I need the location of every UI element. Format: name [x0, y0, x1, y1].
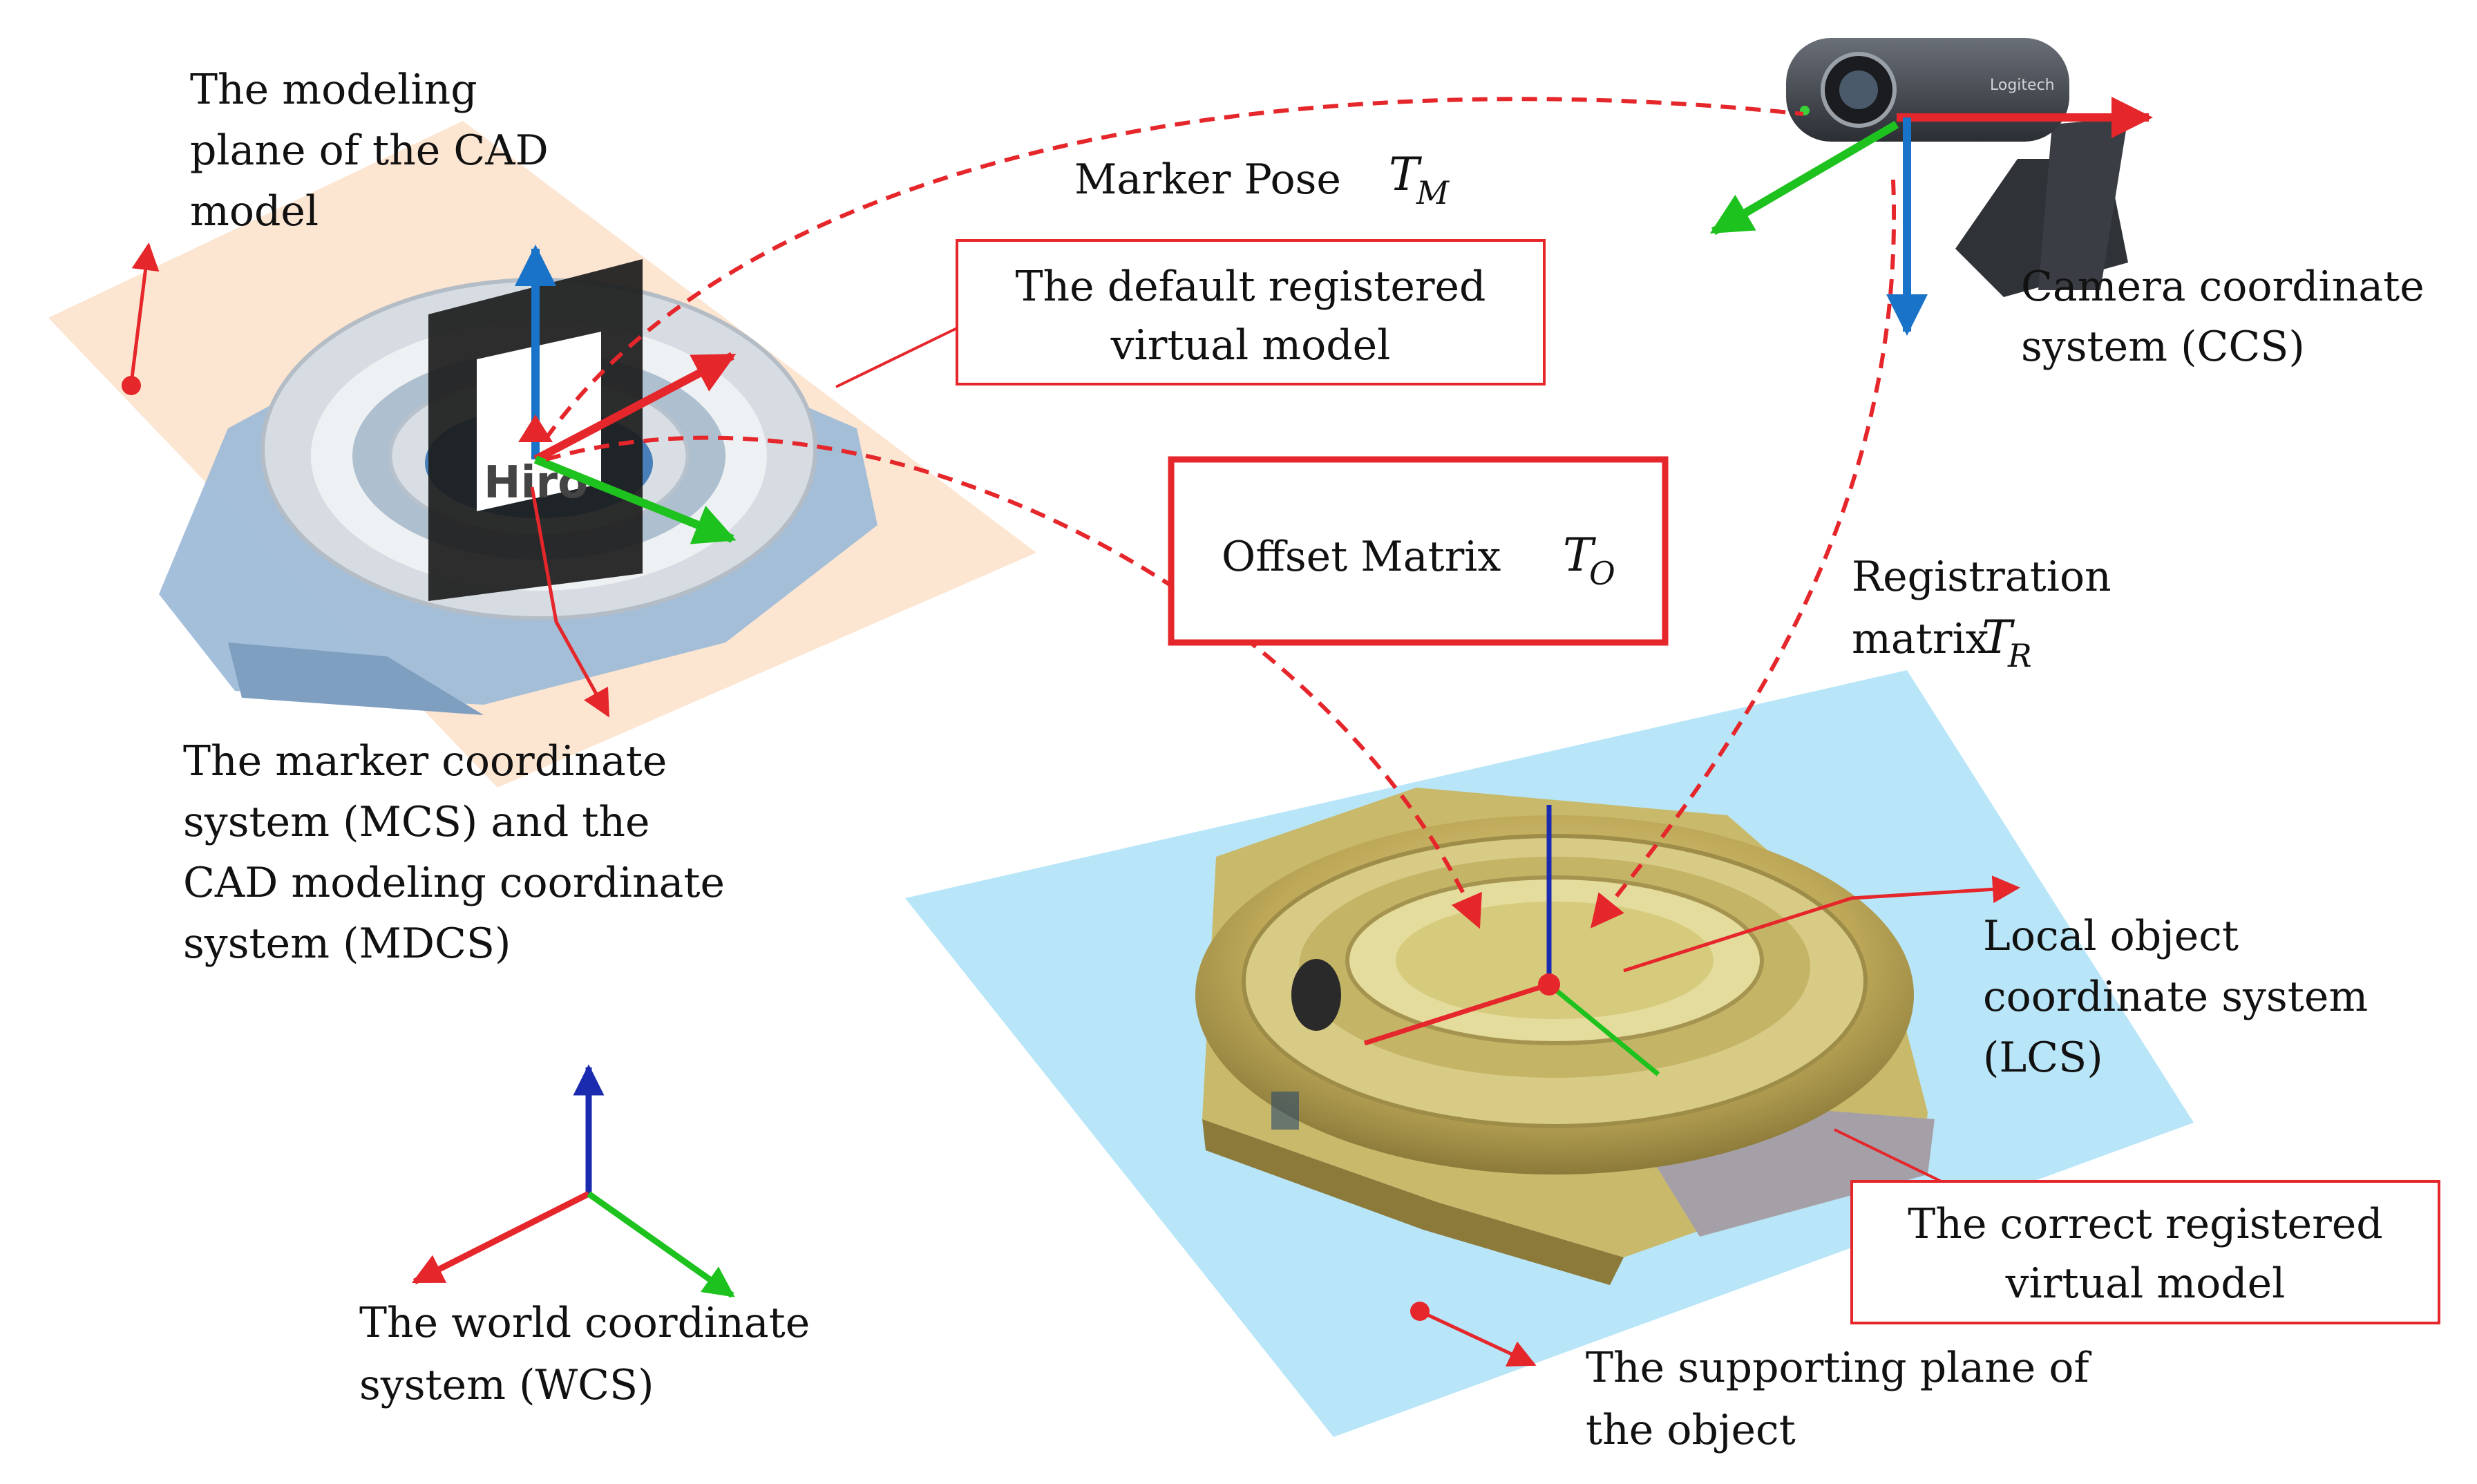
mcs-pointer	[530, 486, 610, 718]
lcs-origin	[1538, 973, 1560, 996]
supporting-plane-line2: the object	[1586, 1406, 1796, 1454]
camera-cs-label: Camera coordinate system (CCS)	[2021, 263, 2424, 371]
default-model-line1: The default registered	[1016, 263, 1486, 311]
local-cs-line3: (LCS)	[1983, 1034, 2103, 1082]
local-cs-label: Local object coordinate system (LCS)	[1983, 912, 2368, 1082]
modeling-plane-line3: model	[190, 187, 319, 236]
registration-sub: R	[2007, 637, 2032, 674]
webcam: Logitech	[1709, 38, 2153, 336]
modeling-plane-normal	[129, 242, 160, 384]
marker-pose-text: Marker Pose	[1074, 155, 1341, 204]
correct-model-line1: The correct registered	[1908, 1200, 2382, 1248]
default-model-callout: The default registered virtual model	[835, 239, 1546, 388]
world-cs-line1: The world coordinate	[359, 1299, 810, 1347]
modeling-plane-line2: plane of the CAD	[190, 126, 549, 175]
ccs-green-axis	[1709, 120, 1899, 236]
world-cs-label: The world coordinate system (WCS)	[359, 1299, 810, 1409]
wcs-axes	[411, 1064, 735, 1298]
camera-brand: Logitech	[1990, 77, 2055, 94]
marker-pose-sub: M	[1416, 174, 1450, 211]
supporting-plane-normal	[1418, 1309, 1537, 1367]
registration-label: Registration matrix T R	[1852, 553, 2111, 674]
default-model-line2: virtual model	[1110, 321, 1391, 370]
registration-matrix-text: matrix	[1852, 615, 1989, 663]
correct-model-callout: The correct registered virtual model	[1834, 1128, 2440, 1324]
marker-cs-line2: system (MCS) and the	[183, 798, 650, 846]
supporting-plane-line1: The supporting plane of	[1586, 1344, 2091, 1392]
registration-symbol: T	[1982, 611, 2015, 664]
correct-model-line2: virtual model	[2005, 1259, 2286, 1308]
local-cs-line2: coordinate system	[1983, 973, 2368, 1021]
marker-pose-label: Marker Pose T M	[1074, 148, 1450, 211]
local-cs-line1: Local object	[1983, 912, 2239, 960]
mcs-red-axis	[533, 352, 737, 464]
world-cs-line2: system (WCS)	[359, 1361, 654, 1409]
real-object-group	[905, 670, 2194, 1437]
supporting-plane-label: The supporting plane of the object	[1586, 1344, 2091, 1454]
marker-cs-line1: The marker coordinate	[183, 737, 667, 786]
marker-cs-line4: system (MDCS)	[183, 920, 511, 968]
wcs-green-axis	[587, 1191, 735, 1298]
offset-matrix-box: Offset Matrix T O	[1168, 456, 1669, 646]
modeling-plane-label: The modeling plane of the CAD model	[190, 66, 549, 236]
offset-matrix-symbol: T	[1563, 529, 1597, 582]
marker-cs-line3: CAD modeling coordinate	[183, 859, 725, 907]
lcs-red-axis	[1363, 982, 1550, 1046]
registration-curve	[1590, 179, 1897, 929]
registration-text: Registration	[1852, 553, 2111, 601]
camera-cs-line1: Camera coordinate	[2021, 263, 2424, 311]
marker-cs-label: The marker coordinate system (MCS) and t…	[183, 737, 725, 968]
offset-matrix-label: Offset Matrix	[1222, 533, 1501, 581]
lcs-green-axis	[1547, 982, 1660, 1076]
marker-pose-curve	[544, 97, 1804, 440]
camera-cs-line2: system (CCS)	[2021, 323, 2305, 371]
lcs-pointer	[1623, 875, 2020, 973]
mcs-green-axis	[533, 455, 737, 544]
offset-matrix-sub: O	[1589, 555, 1615, 592]
marker-pose-symbol: T	[1389, 148, 1423, 201]
cad-model-group: Hiro	[48, 121, 1036, 788]
modeling-plane-line1: The modeling	[190, 66, 477, 114]
wcs-red-axis	[411, 1190, 591, 1285]
